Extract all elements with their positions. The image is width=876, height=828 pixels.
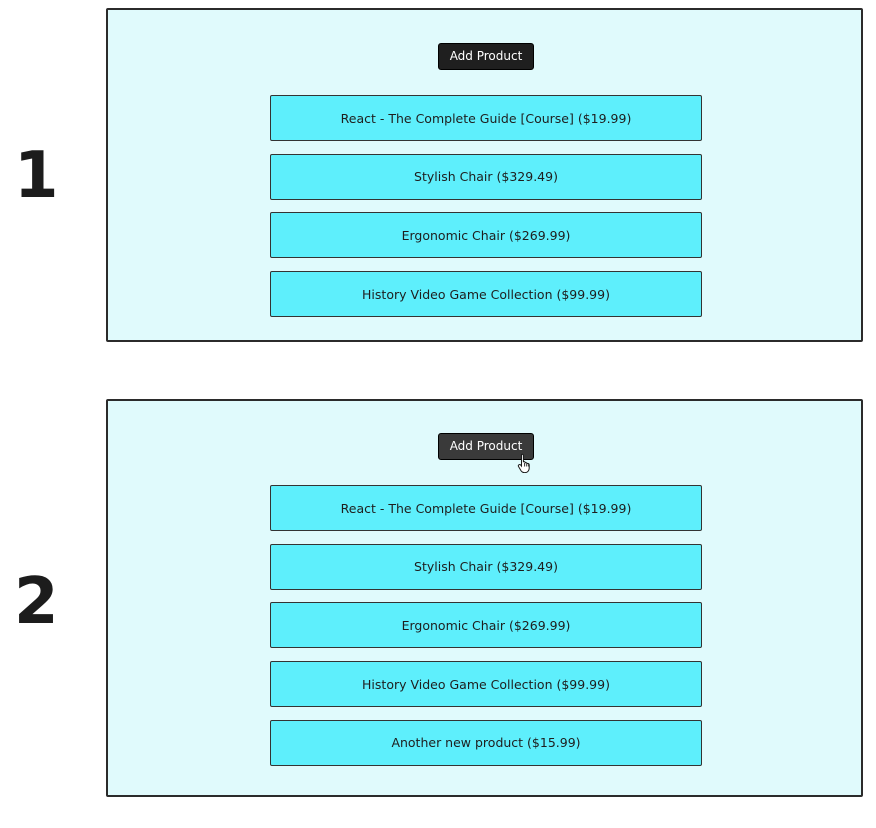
product-item[interactable]: React - The Complete Guide [Course] ($19… [270,95,702,141]
step-2-number: 2 [14,565,59,639]
product-list: React - The Complete Guide [Course] ($19… [270,95,702,330]
product-panel-after: Add Product React - The Complete Guide [… [106,399,863,797]
add-product-button[interactable]: Add Product [438,43,534,70]
product-item[interactable]: Ergonomic Chair ($269.99) [270,212,702,259]
product-item-new[interactable]: Another new product ($15.99) [270,719,702,766]
product-panel-before: Add Product React - The Complete Guide [… [106,8,863,342]
product-item[interactable]: History Video Game Collection ($99.99) [270,271,702,318]
product-item[interactable]: React - The Complete Guide [Course] ($19… [270,485,702,531]
product-item[interactable]: Stylish Chair ($329.49) [270,153,702,200]
product-item[interactable]: Ergonomic Chair ($269.99) [270,602,702,649]
add-product-button[interactable]: Add Product [438,433,534,460]
hand-pointer-icon [517,453,530,473]
step-1-number: 1 [14,139,59,213]
product-list: React - The Complete Guide [Course] ($19… [270,485,702,778]
product-item[interactable]: Stylish Chair ($329.49) [270,543,702,590]
product-item[interactable]: History Video Game Collection ($99.99) [270,661,702,708]
